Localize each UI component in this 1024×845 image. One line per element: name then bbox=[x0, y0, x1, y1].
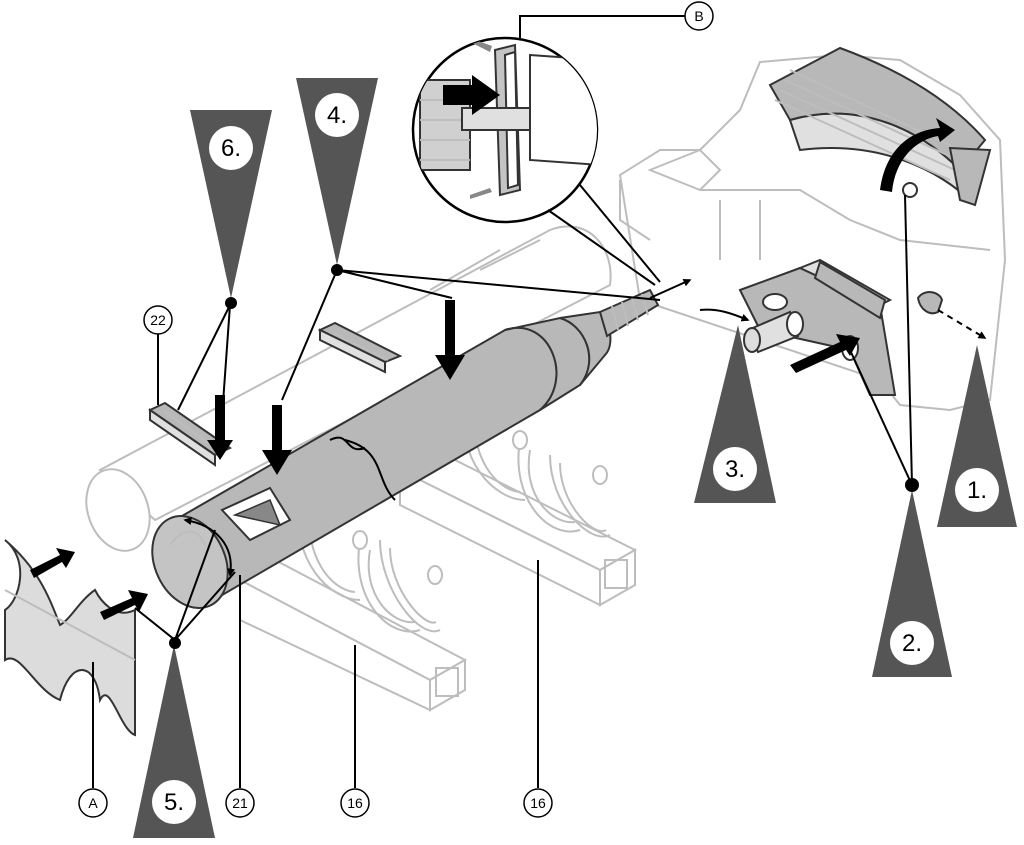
leader-lines bbox=[134, 194, 913, 641]
cover-panel bbox=[768, 46, 992, 207]
step-5-label: 5. bbox=[164, 789, 184, 816]
step-2-callout: 2. bbox=[872, 490, 952, 677]
step-1-callout: 1. bbox=[937, 345, 1017, 527]
zoom-inset bbox=[411, 15, 685, 286]
svg-text:21: 21 bbox=[232, 795, 248, 811]
step-3-label: 3. bbox=[725, 456, 745, 483]
ref-A: A bbox=[78, 662, 108, 818]
ref-22: 22 bbox=[143, 305, 173, 405]
clip-part-upper bbox=[317, 321, 403, 374]
step-3-callout: 3. bbox=[694, 325, 776, 503]
step-4-label: 4. bbox=[327, 102, 347, 129]
step-1-label: 1. bbox=[967, 477, 987, 504]
support-rail-back bbox=[397, 448, 638, 607]
svg-text:B: B bbox=[694, 8, 703, 24]
svg-text:16: 16 bbox=[347, 795, 363, 811]
step-5-callout: 5. bbox=[133, 645, 215, 838]
step-6-label: 6. bbox=[221, 135, 241, 162]
ref-16-front: 16 bbox=[340, 645, 370, 818]
junction-dots bbox=[169, 264, 919, 649]
action-arrows bbox=[30, 118, 987, 620]
ref-21: 21 bbox=[225, 575, 255, 818]
step-6-callout: 6. bbox=[190, 110, 272, 298]
ref-16-back: 16 bbox=[523, 560, 553, 818]
svg-text:16: 16 bbox=[530, 795, 546, 811]
ref-B: B bbox=[684, 1, 714, 31]
step-2-label: 2. bbox=[902, 630, 922, 657]
svg-text:22: 22 bbox=[150, 312, 166, 328]
step-4-callout: 4. bbox=[296, 78, 378, 265]
svg-text:A: A bbox=[88, 795, 98, 811]
gasket-A bbox=[4, 539, 136, 737]
